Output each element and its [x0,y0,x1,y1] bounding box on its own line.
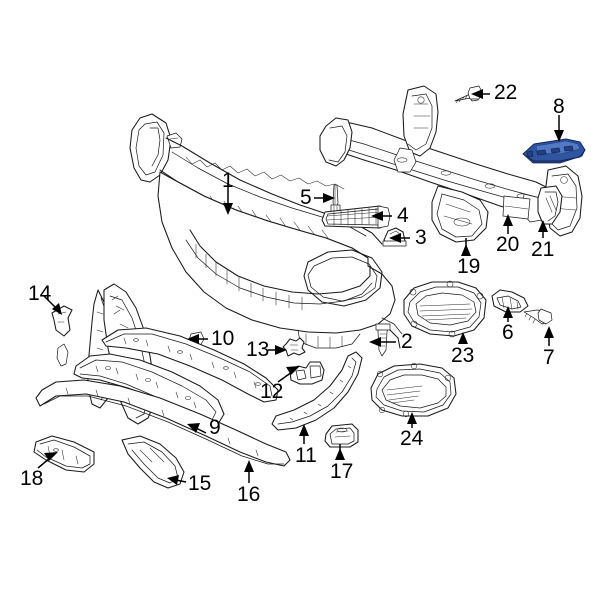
callout-label-7: 7 [543,346,555,369]
part-impact-bar-bracket-highlighted [522,138,586,164]
callout-label-18: 18 [20,467,44,490]
callout-label-5: 5 [300,186,312,209]
part-corner-sliver [56,343,69,367]
callout-label-3: 3 [415,226,427,249]
callout-label-17: 17 [330,460,354,483]
callout-label-11: 11 [295,444,317,467]
callout-label-6: 6 [502,321,514,344]
callout-label-9: 9 [209,416,221,439]
callout-label-21: 21 [531,238,555,261]
callout-label-4: 4 [397,204,409,227]
callout-label-14: 14 [28,282,52,305]
part-corner-filler-clip [51,305,73,337]
part-lower-absorber [73,353,225,425]
part-mounting-screw [523,308,553,325]
callout-label-16: 16 [237,483,261,506]
part-lower-absorber-upper-strip [101,327,279,403]
part-bumper-cover-screw [375,323,391,357]
part-fog-lamp-bracket [324,423,359,448]
part-star-clip [282,337,306,357]
part-energy-absorber-pad [502,195,531,220]
callout-label-13: 13 [246,338,270,361]
part-lower-spoiler-trim [35,379,291,467]
callout-label-20: 20 [496,233,520,256]
part-lower-valance-side [271,351,363,431]
callout-label-1: 1 [222,169,234,192]
part-fog-lamp-bezel-left [403,280,487,338]
part-fog-lamp-bezel-right [370,362,457,418]
callout-label-2: 2 [401,330,413,353]
part-reinforcement-strip [33,435,95,473]
callout-label-15: 15 [188,472,212,495]
callout-label-22: 22 [494,81,518,104]
callout-label-12: 12 [260,380,284,403]
part-side-bracket [491,289,529,313]
callout-label-10: 10 [211,327,235,350]
part-side-retainer-bracket [289,361,325,385]
callout-label-19: 19 [457,255,481,278]
part-grille-mesh-insert [321,205,391,229]
callout-label-8: 8 [553,95,565,118]
leader-lines [37,89,564,485]
callout-label-24: 24 [400,427,424,450]
callout-label-23: 23 [451,344,475,367]
part-impact-bar-end-bracket [537,185,563,225]
